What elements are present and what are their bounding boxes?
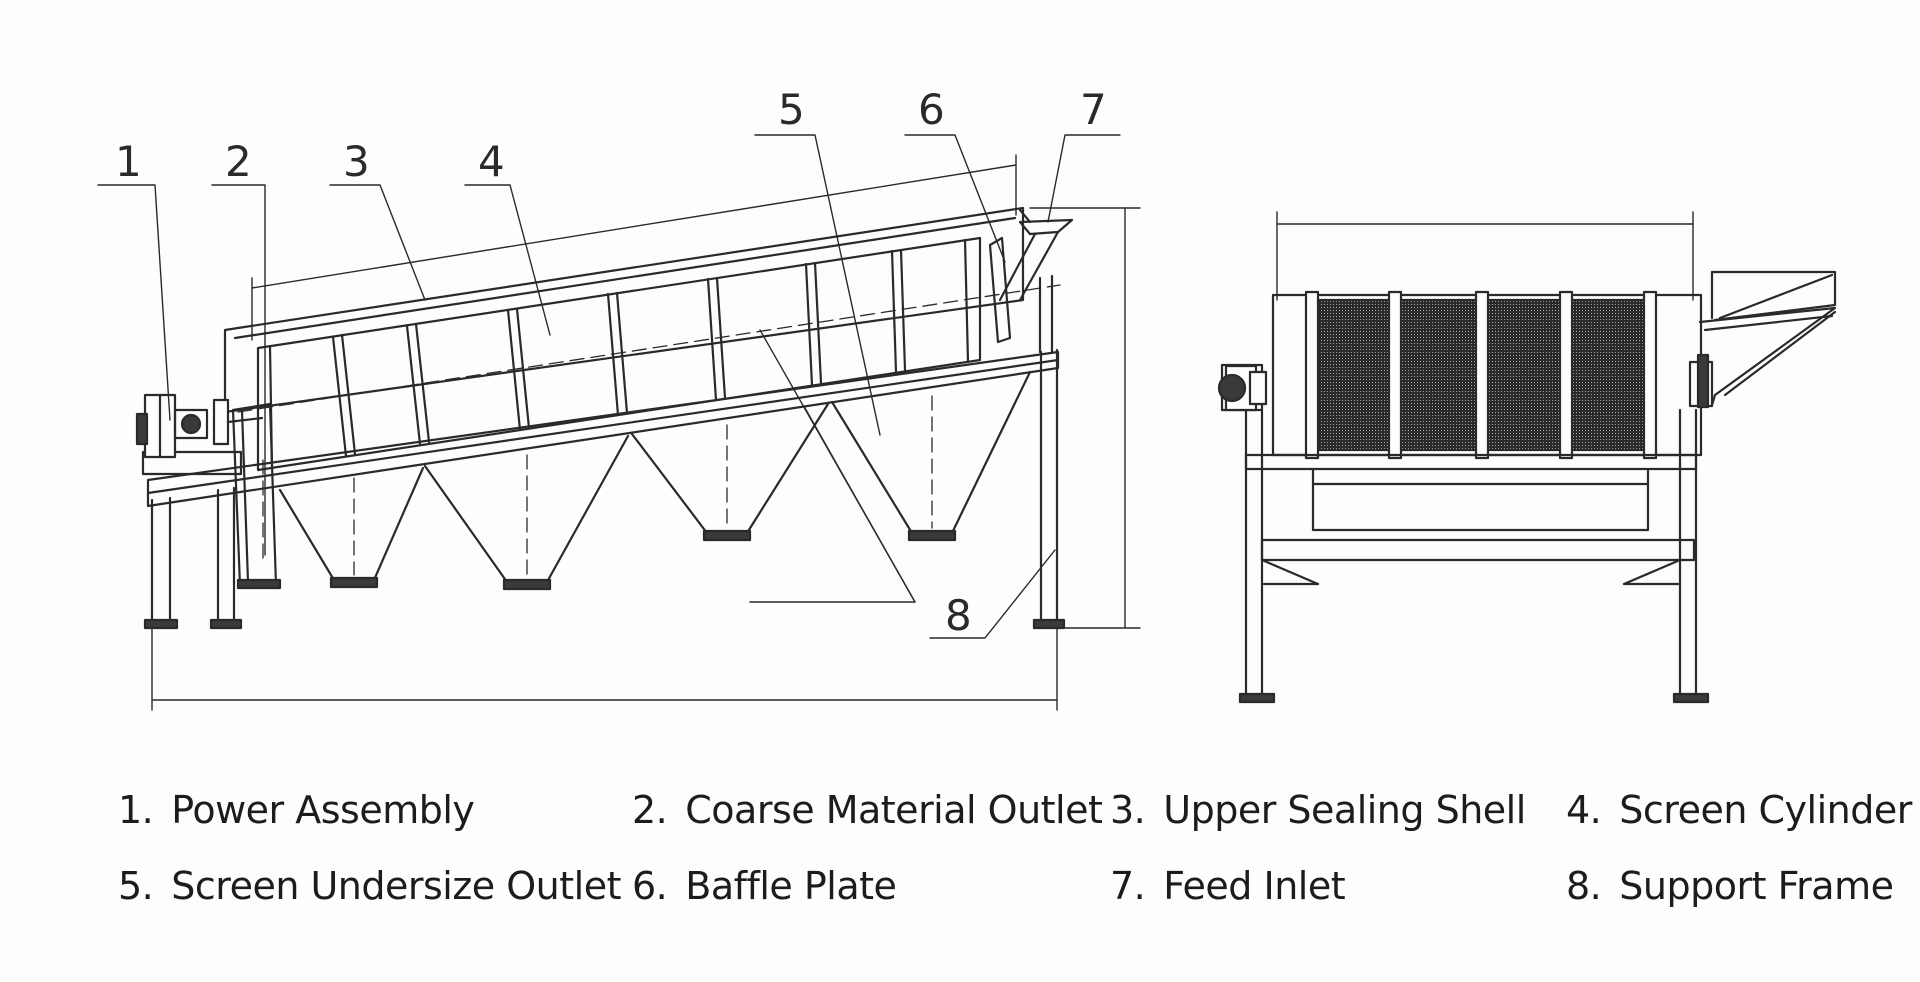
- side-view: 1 2 3 4 5 6 7 8: [97, 85, 1141, 711]
- height-dimension-line: [1029, 207, 1141, 629]
- legend-number: 7.: [1110, 864, 1146, 908]
- screen-undersize-hoppers: [278, 370, 1032, 591]
- coarse-material-outlet: [231, 402, 282, 590]
- legend-number: 6.: [632, 864, 668, 908]
- support-frame: [143, 274, 1066, 630]
- legend-label: Feed Inlet: [1163, 864, 1346, 908]
- legend-number: 5.: [118, 864, 154, 908]
- baffle-plate: [988, 236, 1012, 344]
- legend-item-power-assembly: 1. Power Assembly: [118, 788, 475, 832]
- callout-3: 3: [343, 137, 370, 186]
- legend-item-screen-undersize-outlet: 5. Screen Undersize Outlet: [118, 864, 621, 908]
- legend-label: Coarse Material Outlet: [685, 788, 1103, 832]
- legend-item-upper-sealing-shell: 3. Upper Sealing Shell: [1110, 788, 1526, 832]
- callout-4: 4: [478, 137, 505, 186]
- legend-label: Screen Undersize Outlet: [171, 864, 621, 908]
- legend-label: Baffle Plate: [685, 864, 897, 908]
- feed-inlet: [998, 208, 1074, 302]
- callout-1: 1: [115, 137, 142, 186]
- legend-number: 8.: [1566, 864, 1602, 908]
- legend-number: 4.: [1566, 788, 1602, 832]
- callout-8: 8: [945, 591, 972, 640]
- callout-7: 7: [1080, 85, 1107, 134]
- legend-item-baffle-plate: 6. Baffle Plate: [632, 864, 897, 908]
- callout-numbers: 1 2 3 4 5 6 7 8: [115, 85, 1107, 640]
- top-dimension-line: [251, 154, 1017, 341]
- end-view-feed-inlet: [1698, 270, 1837, 407]
- end-view-screen-cylinder: [1271, 290, 1703, 460]
- legend-item-screen-cylinder: 4. Screen Cylinder: [1566, 788, 1912, 832]
- end-view-support-frame: [1238, 408, 1710, 704]
- trommel-screen-drawing: 1 2 3 4 5 6 7 8: [97, 85, 1837, 711]
- power-assembly: [135, 393, 264, 476]
- end-view-width-dimension: [1276, 211, 1694, 301]
- upper-sealing-shell: [223, 206, 1025, 414]
- parts-legend: 1. Power Assembly 2. Coarse Material Outle…: [0, 770, 1920, 960]
- legend-number: 2.: [632, 788, 668, 832]
- legend-label: Support Frame: [1619, 864, 1894, 908]
- legend-item-coarse-material-outlet: 2. Coarse Material Outlet: [632, 788, 1103, 832]
- callout-6: 6: [918, 85, 945, 134]
- legend-item-feed-inlet: 7. Feed Inlet: [1110, 864, 1346, 908]
- screen-cylinder: [237, 236, 1061, 472]
- legend-number: 3.: [1110, 788, 1146, 832]
- callout-2: 2: [225, 137, 252, 186]
- length-dimension-line: [151, 627, 1058, 711]
- end-view-drive: [1217, 353, 1714, 412]
- legend-number: 1.: [118, 788, 154, 832]
- legend-label: Screen Cylinder: [1619, 788, 1912, 832]
- leader-lines: [97, 134, 1121, 639]
- callout-5: 5: [778, 85, 805, 134]
- legend-item-support-frame: 8. Support Frame: [1566, 864, 1894, 908]
- legend-label: Upper Sealing Shell: [1163, 788, 1526, 832]
- legend-label: Power Assembly: [171, 788, 475, 832]
- end-view: [1217, 211, 1837, 704]
